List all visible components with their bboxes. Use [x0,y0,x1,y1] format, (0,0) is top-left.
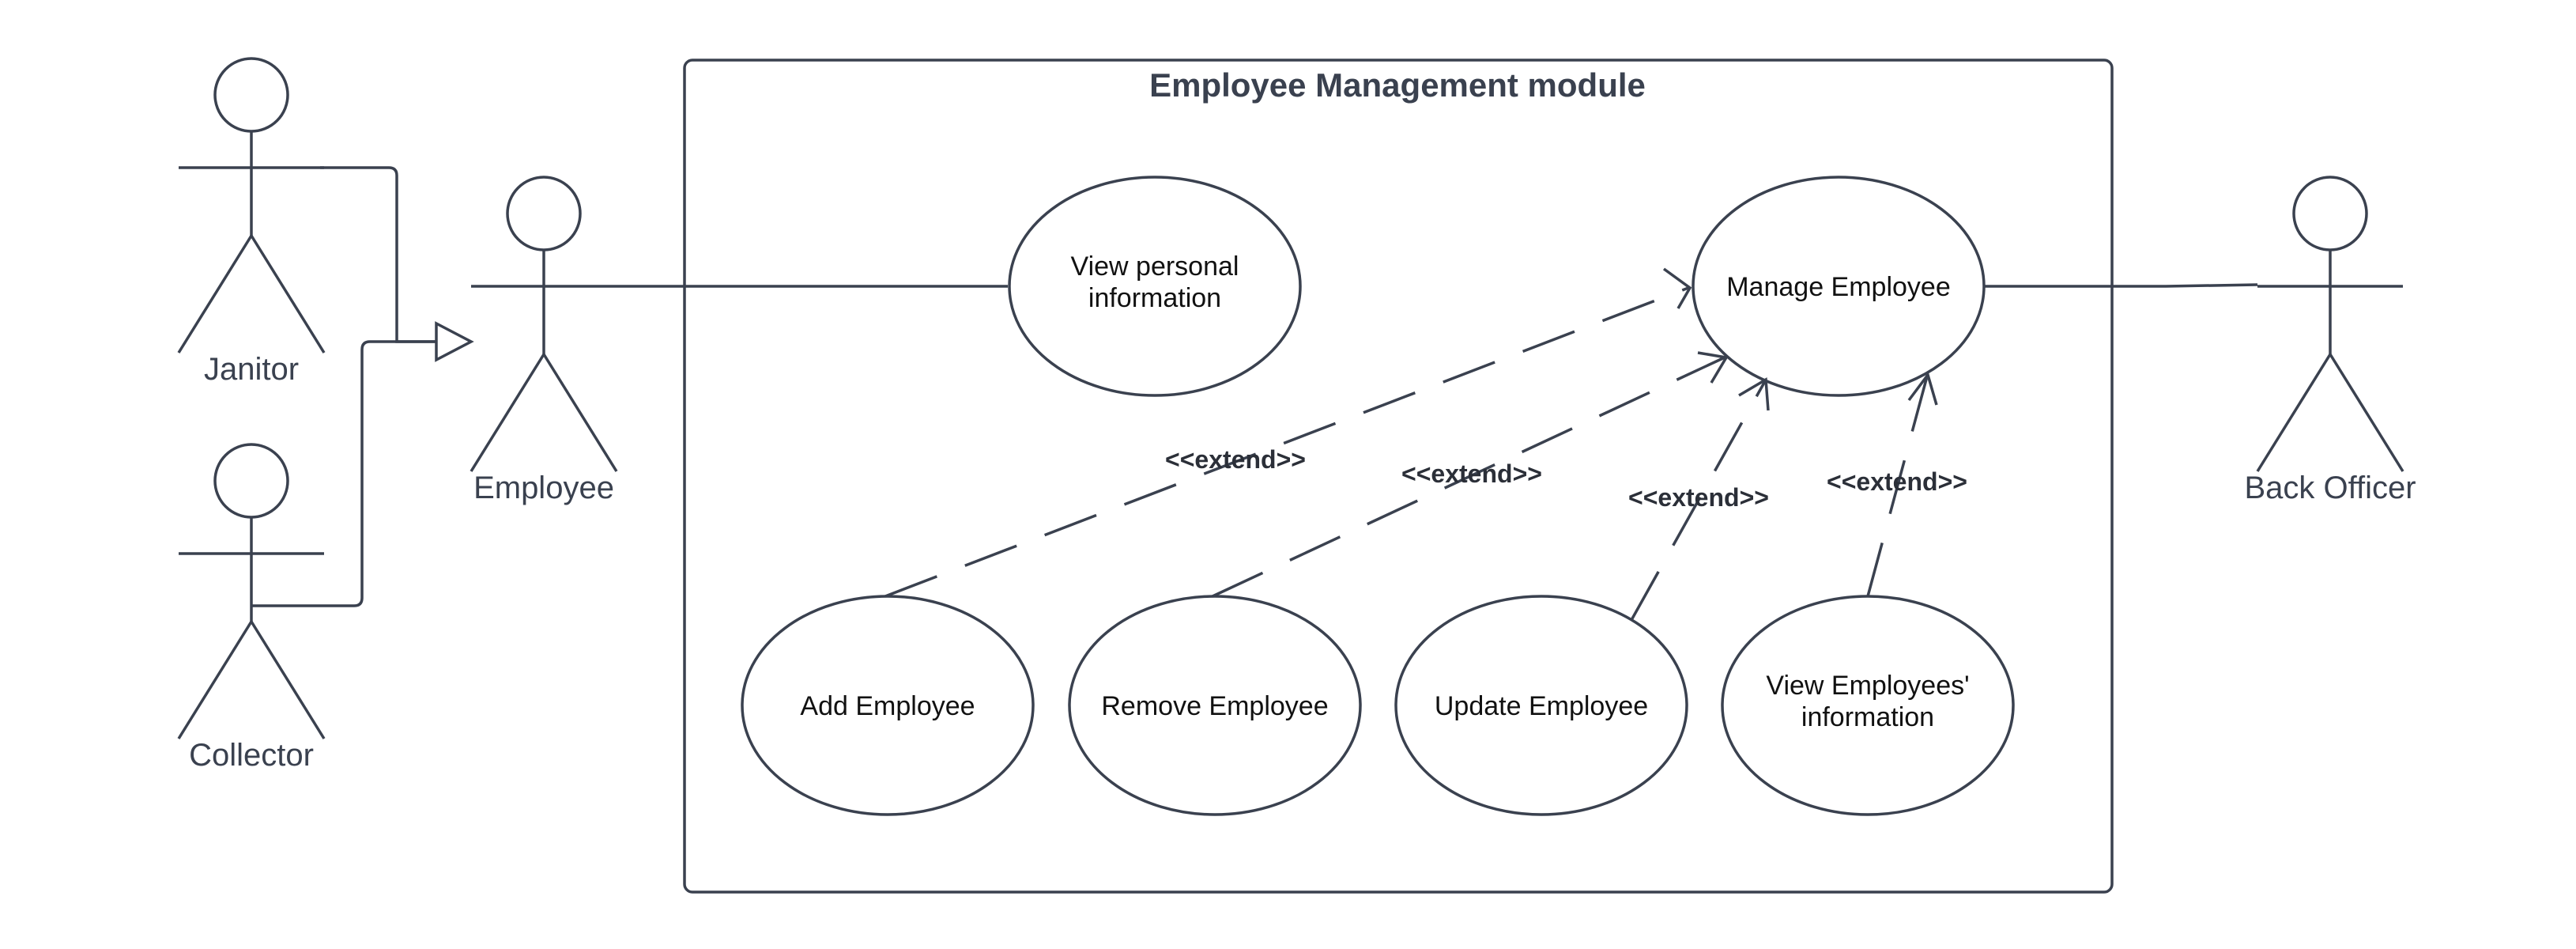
actor-janitor: Janitor [177,57,326,387]
extend-line-remove [1212,356,1726,598]
generalization-collector [251,340,436,607]
actor-back-officer: Back Officer [2244,176,2416,505]
svg-text:Update Employee: Update Employee [1435,691,1648,721]
association-manage-back-officer [1984,283,2258,288]
use-case-view-employees-information: View Employees' information [1721,595,2015,816]
use-case-add-employee: Add Employee [741,595,1035,816]
actor-label-janitor: Janitor [204,352,299,387]
svg-text:Manage Employee: Manage Employee [1726,272,1951,302]
svg-text:information: information [1088,283,1221,313]
svg-text:Remove Employee: Remove Employee [1101,691,1328,721]
svg-text:information: information [1801,702,1934,732]
extend-arrowhead-update [1738,377,1770,411]
extend-line-view [1866,376,1929,597]
actor-label-employee: Employee [473,471,614,505]
generalization-arrowhead [435,321,474,362]
actor-label-collector: Collector [189,738,314,773]
use-case-view-personal-information: View personal information [1008,176,1302,397]
extend-line-update [1630,380,1767,621]
use-case-remove-employee: Remove Employee [1068,595,1362,816]
extend-arrowhead-remove [1697,351,1729,384]
actor-employee: Employee [470,176,618,505]
system-title: Employee Management module [1149,66,1646,104]
use-case-manage-employee: Manage Employee [1692,176,1986,397]
extend-line-add [884,286,1689,598]
extend-arrowhead-add [1662,267,1692,309]
extend-arrowhead-view [1907,372,1938,406]
actor-collector: Collector [177,443,326,773]
extend-label-view: <<extend>> [1827,467,1967,496]
svg-text:Add Employee: Add Employee [800,691,975,721]
system-boundary [683,59,2114,894]
svg-text:View personal: View personal [1071,251,1239,282]
generalization-janitor [320,166,436,343]
actor-label-back-officer: Back Officer [2244,471,2416,505]
extend-label-update: <<extend>> [1628,483,1769,512]
svg-text:View Employees': View Employees' [1766,671,1969,701]
extend-label-add: <<extend>> [1165,445,1306,474]
use-case-update-employee: Update Employee [1394,595,1688,816]
extend-label-remove: <<extend>> [1401,459,1542,488]
